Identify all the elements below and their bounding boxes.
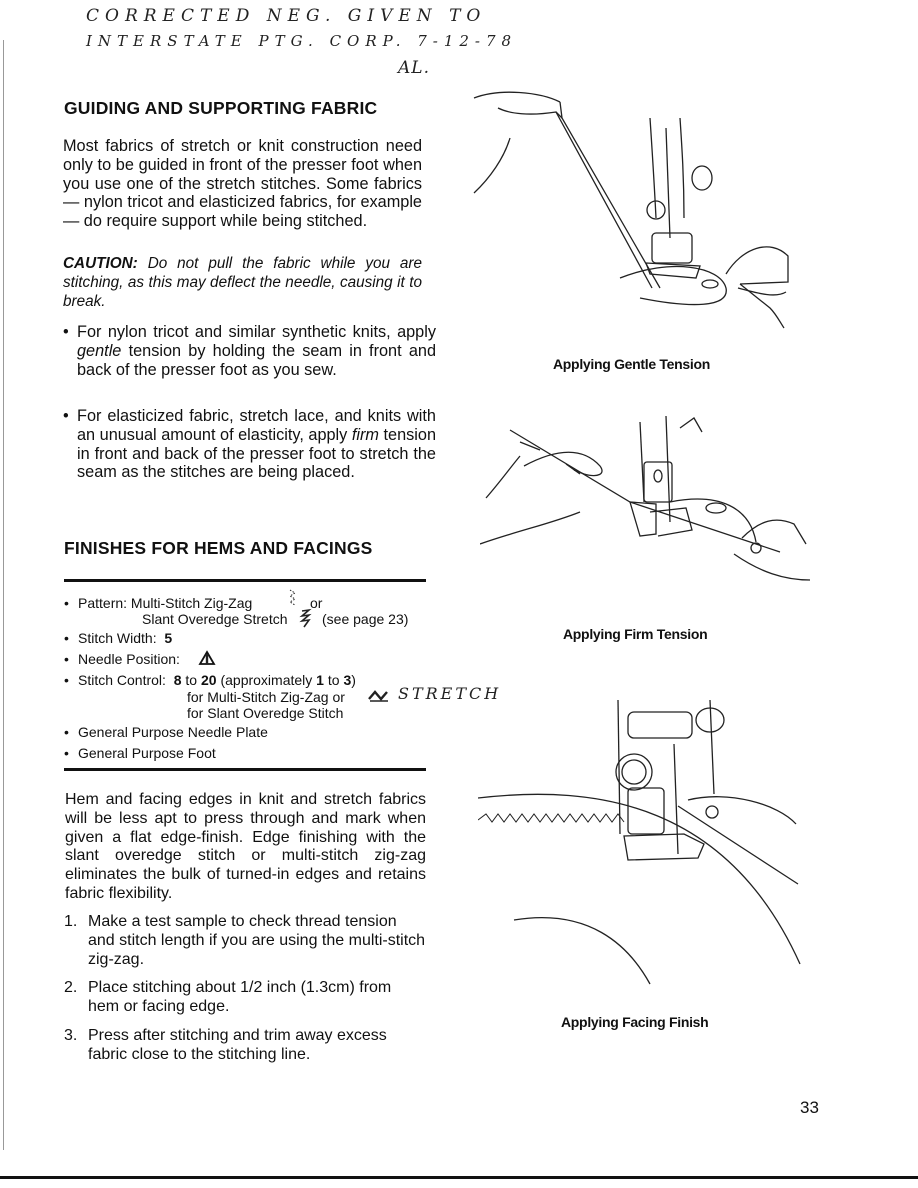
guiding-intro-paragraph: Most fabrics of stretch or knit construc…: [63, 137, 422, 231]
spec-stitch-width: •Stitch Width: 5: [64, 630, 173, 646]
control-to-word: to: [185, 672, 198, 688]
slant-overedge-symbol-icon: [299, 608, 312, 628]
page-edge-line: [3, 40, 4, 1150]
pattern-label: Pattern:: [78, 595, 128, 611]
pattern-see-page: (see page 23): [322, 611, 409, 627]
handwritten-note-line1: CORRECTED NEG. GIVEN TO: [86, 6, 487, 26]
step-item: 2. Place stitching about 1/2 inch (1.3cm…: [64, 978, 426, 1016]
needle-label: Needle Position:: [78, 651, 180, 667]
step-item: 1. Make a test sample to check thread te…: [64, 912, 426, 969]
caution-label: CAUTION:: [63, 255, 138, 272]
bullet-gentle-tension: For nylon tricot and similar synthetic k…: [63, 323, 436, 379]
caption-gentle-tension: Applying Gentle Tension: [553, 356, 710, 372]
needle-position-center-icon: [198, 650, 216, 665]
needle-plate-value: General Purpose Needle Plate: [78, 724, 268, 740]
control-to-word-2: to: [327, 672, 340, 688]
control-for-zigzag: for Multi-Stitch Zig-Zag or: [187, 689, 345, 705]
gentle-tension-illustration: [473, 91, 789, 329]
control-label: Stitch Control:: [78, 672, 166, 688]
section-heading-guiding: GUIDING AND SUPPORTING FABRIC: [64, 98, 378, 118]
step-number: 2.: [64, 979, 78, 996]
control-approx-high: 3: [343, 672, 352, 688]
control-to: 20: [200, 672, 217, 688]
width-label: Stitch Width:: [78, 630, 157, 646]
control-from: 8: [173, 672, 182, 688]
spec-pattern: •Pattern: Multi-Stitch Zig-Zag: [64, 595, 253, 611]
step-item: 3. Press after stitching and trim away e…: [64, 1026, 426, 1064]
handwritten-note-line2: INTERSTATE PTG. CORP. 7-12-78: [86, 32, 518, 50]
spec-bottom-rule: [64, 768, 426, 771]
bullet2-text-b: tension in front and back of the presser…: [77, 425, 437, 482]
pattern-value2: Slant Overedge Stretch: [142, 611, 288, 627]
finishes-intro-paragraph: Hem and facing edges in knit and stretch…: [65, 791, 426, 902]
bullet1-text-a: For nylon tricot and similar synthetic k…: [77, 323, 436, 341]
bullet-firm-tension: For elasticized fabric, stretch lace, an…: [63, 407, 436, 482]
step-text: Place stitching about 1/2 inch (1.3cm) f…: [88, 979, 392, 1015]
caution-text: Do not pull the fabric while you are sti…: [63, 255, 423, 310]
control-approx-low: 1: [316, 672, 324, 688]
spec-top-rule: [64, 579, 426, 582]
spec-stitch-control: •Stitch Control: 8 to 20 (approximately …: [64, 672, 356, 688]
bullet1-text-b: tension by holding the seam in front and…: [77, 341, 436, 379]
handwritten-stretch: STRETCH: [398, 684, 502, 703]
step-number: 3.: [64, 1027, 78, 1044]
firm-tension-illustration: [480, 415, 810, 581]
presser-foot-value: General Purpose Foot: [78, 745, 216, 761]
facing-finish-illustration: [478, 699, 801, 985]
zigzag-stitch-symbol-icon: [289, 589, 296, 606]
control-approx: (approximately: [220, 672, 313, 688]
step-text: Make a test sample to check thread tensi…: [88, 913, 426, 968]
step-number: 1.: [64, 913, 78, 930]
caption-firm-tension: Applying Firm Tension: [563, 626, 708, 642]
control-for-overedge: for Slant Overedge Stitch: [187, 705, 344, 721]
spec-needle-position: •Needle Position:: [64, 651, 180, 667]
page-bottom-rule: [0, 1176, 918, 1179]
pattern-or: or: [310, 595, 323, 611]
width-value: 5: [164, 630, 173, 646]
bullet2-emphasis: firm: [351, 425, 379, 444]
pattern-value: Multi-Stitch Zig-Zag: [130, 595, 253, 611]
bullet2-text-a: For elasticized fabric, stretch lace, an…: [77, 407, 436, 444]
spec-presser-foot: •General Purpose Foot: [64, 745, 216, 761]
caution-paragraph: CAUTION: Do not pull the fabric while yo…: [63, 255, 422, 311]
step-text: Press after stitching and trim away exce…: [88, 1027, 387, 1063]
page-number: 33: [800, 1098, 819, 1117]
caption-facing-finish: Applying Facing Finish: [561, 1014, 709, 1030]
spec-needle-plate: •General Purpose Needle Plate: [64, 724, 268, 740]
section-heading-finishes: FINISHES FOR HEMS AND FACINGS: [64, 538, 373, 558]
handwritten-initials: AL.: [398, 58, 430, 78]
stretch-dial-symbol-icon: [368, 690, 388, 702]
bullet1-emphasis: gentle: [77, 341, 122, 360]
